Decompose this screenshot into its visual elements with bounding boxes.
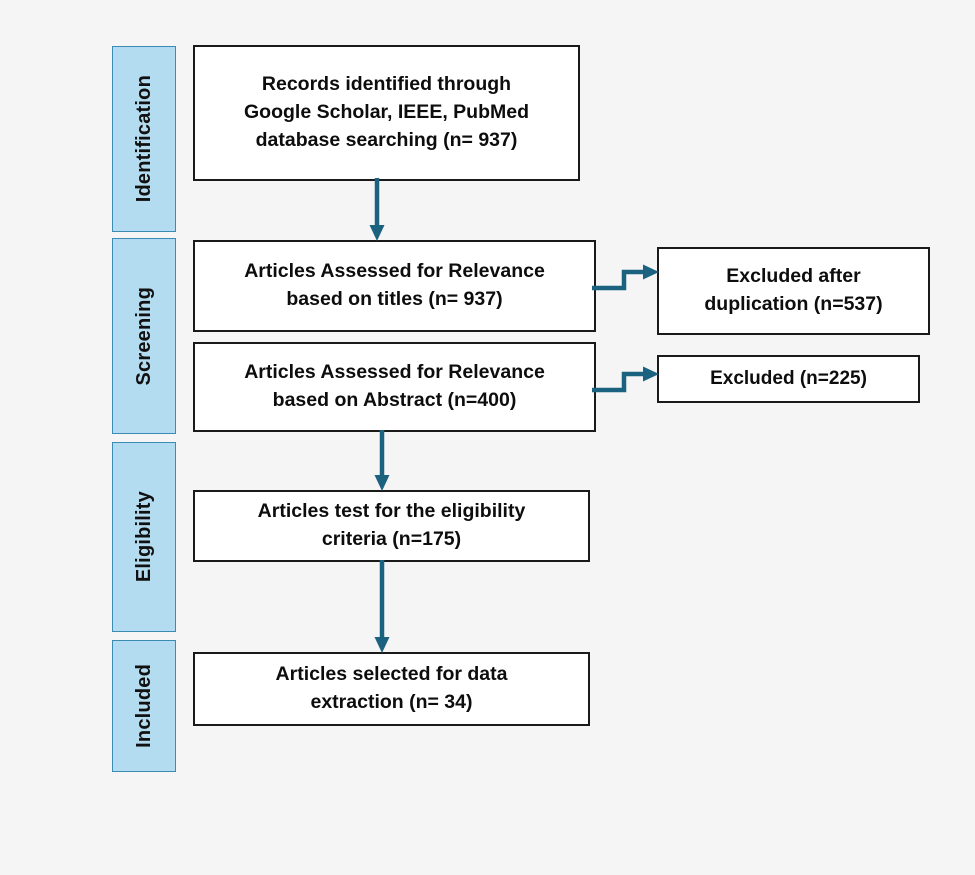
arrow-identified-to-titles [360, 178, 400, 244]
stage-bar-eligibility: Eligibility [112, 442, 176, 632]
stage-label-eligibility: Eligibility [133, 491, 155, 583]
node-screening-abstract-text: Articles Assessed for Relevance based on… [244, 361, 545, 411]
stage-label-identification: Identification [133, 75, 155, 203]
stage-label-included: Included [133, 664, 155, 748]
node-records-identified-text: Records identified through Google Schola… [244, 73, 529, 151]
node-screening-titles-text: Articles Assessed for Relevance based on… [244, 260, 545, 310]
node-excluded-duplication-text: Excluded after duplication (n=537) [704, 265, 883, 315]
stage-bar-screening: Screening [112, 238, 176, 434]
node-screening-titles: Articles Assessed for Relevance based on… [193, 240, 596, 332]
arrow-abstract-to-excluded [592, 362, 664, 402]
node-included-extraction: Articles selected for data extraction (n… [193, 652, 590, 726]
stage-label-screening: Screening [133, 286, 155, 386]
stage-bar-identification: Identification [112, 46, 176, 232]
node-included-extraction-text: Articles selected for data extraction (n… [275, 663, 508, 713]
node-excluded-abstract-text: Excluded (n=225) [710, 367, 867, 389]
arrow-abstract-to-eligibility [365, 430, 405, 494]
node-eligibility-criteria-text: Articles test for the eligibility criter… [257, 500, 526, 550]
node-excluded-abstract: Excluded (n=225) [657, 355, 920, 403]
arrow-eligibility-to-included [365, 560, 405, 656]
arrow-titles-to-excluded-duplication [592, 262, 664, 302]
node-eligibility-criteria: Articles test for the eligibility criter… [193, 490, 590, 562]
node-records-identified: Records identified through Google Schola… [193, 45, 580, 181]
node-excluded-duplication: Excluded after duplication (n=537) [657, 247, 930, 335]
stage-bar-included: Included [112, 640, 176, 772]
node-screening-abstract: Articles Assessed for Relevance based on… [193, 342, 596, 432]
